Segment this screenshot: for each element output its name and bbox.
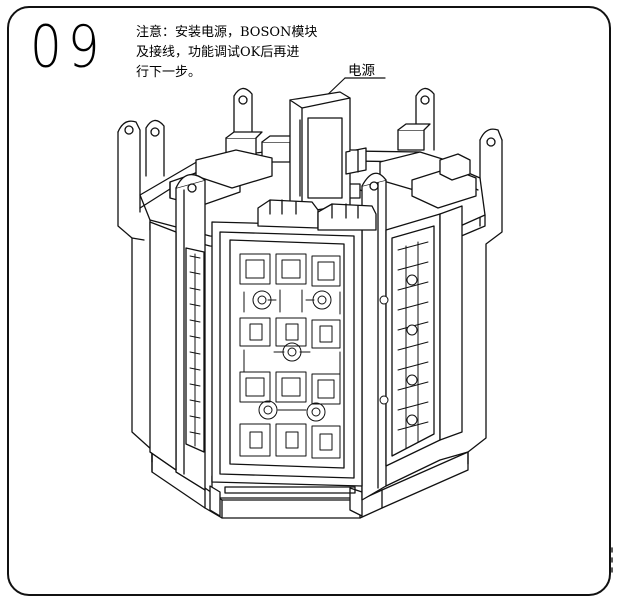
page-frame xyxy=(7,6,611,596)
right-side-panel xyxy=(379,205,463,467)
step-number: 09 xyxy=(30,13,106,81)
power-supply-unit xyxy=(289,91,367,213)
front-panel xyxy=(211,199,377,487)
power-supply-label: 电源 xyxy=(348,63,375,79)
front-right-frame xyxy=(361,172,387,501)
instruction-line-2: 及接线，功能调试OK后再进 xyxy=(136,45,300,60)
instruction-line-3: 行下一步。 xyxy=(136,65,202,80)
front-lattice-pattern xyxy=(239,253,341,459)
bottom-edges xyxy=(149,451,469,491)
instruction-text: 注意：安装电源，BOSON模块 及接线，功能调试OK后再进 行下一步。 xyxy=(136,23,346,83)
instruction-line-1: 注意：安装电源，BOSON模块 xyxy=(136,25,318,40)
left-side-panel xyxy=(149,221,205,471)
